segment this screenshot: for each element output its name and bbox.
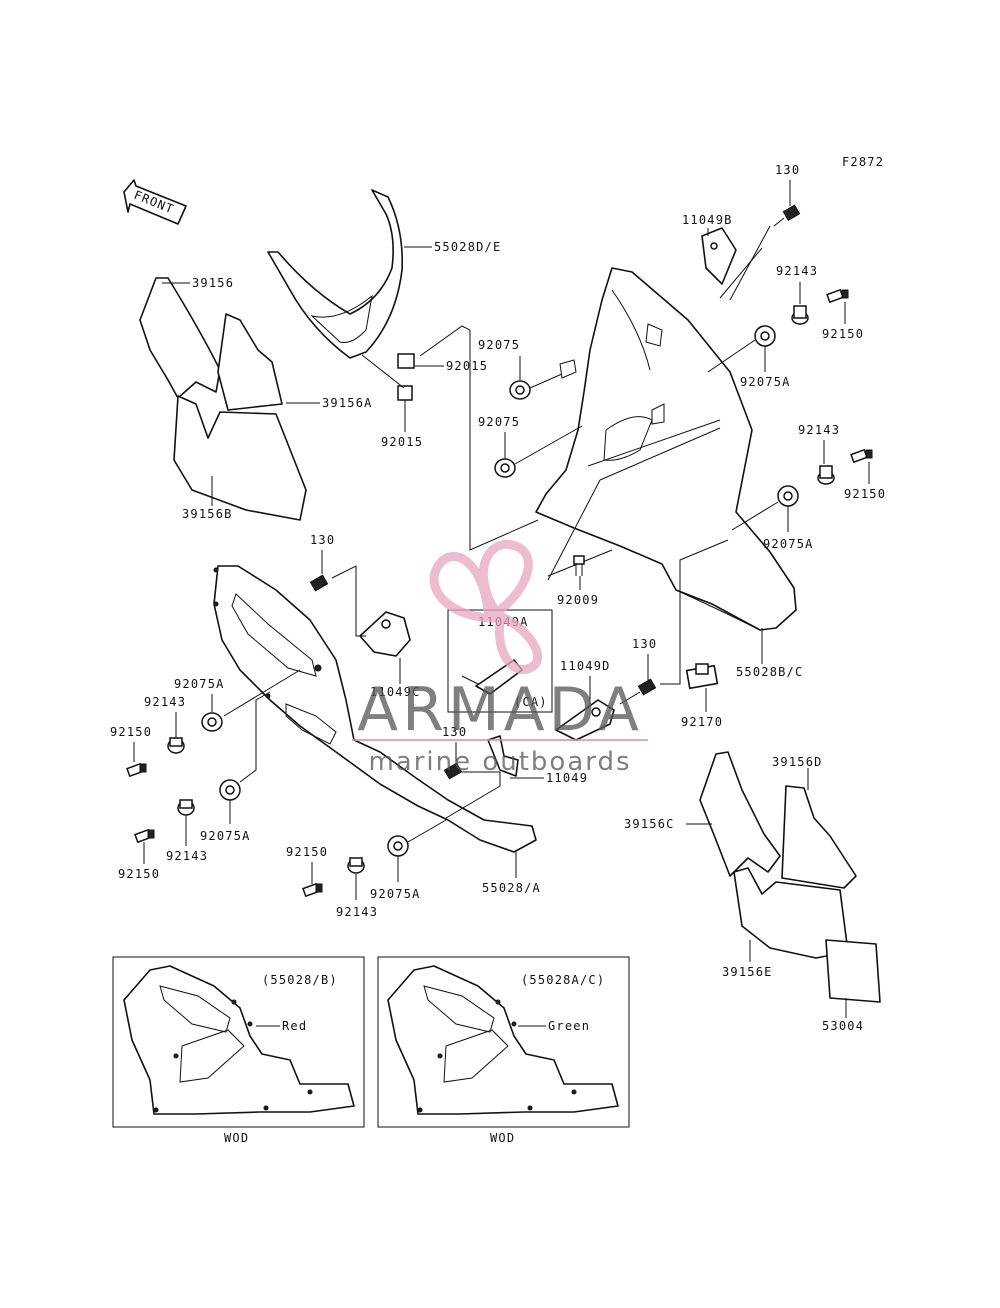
label-11049c: 11049C [370,685,421,699]
bolt-92009 [573,555,585,576]
collar-92143-bottom [347,857,365,874]
inset-55028ac [377,956,630,1128]
lower-cowl-part [213,565,537,853]
watermark: ARMADA marine outboards [352,539,648,777]
bolt-92150-bottom [302,882,323,898]
label-92015-b: 92015 [381,435,423,449]
inset-55028b-caption: WOD [224,1131,249,1145]
inner-cover-39156b [173,395,307,521]
front-arrow-icon: FRONT [123,179,187,225]
bracket-11049d [555,699,615,741]
watermark-tagline: marine outboards [368,747,631,777]
label-39156c: 39156C [624,817,675,831]
label-55028bc: 55028B/C [736,665,803,679]
label-53004: 53004 [822,1019,864,1033]
label-92143-bottom: 92143 [336,905,378,919]
inset-55028ac-color: Green [548,1019,590,1033]
label-92150-left2: 92150 [118,867,160,881]
watermark-rule [352,739,648,741]
bolt-130-left [309,574,329,592]
grommet-92075a-bottom [387,835,409,857]
bolt-92150-mid [850,448,873,464]
label-39156e: 39156E [722,965,773,979]
inset-55028b-ref: (55028/B) [262,973,338,987]
label-39156b: 39156B [182,507,233,521]
inset-55028b-color: Red [282,1019,307,1033]
label-39156d: 39156D [772,755,823,769]
label-92075a-mid: 92075A [763,537,814,551]
bolt-130-center [443,762,463,780]
label-92150-top: 92150 [822,327,864,341]
bracket-11049 [487,735,519,777]
label-92143-left2: 92143 [166,849,208,863]
label-130-center: 130 [442,725,467,739]
label-130-right: 130 [632,637,657,651]
bolt-92150-left2 [134,828,155,844]
inner-cover-39156d [781,785,857,889]
label-39156a: 39156A [322,396,373,410]
grommet-92075a-left2 [219,779,241,801]
label-55028de: 55028D/E [434,240,501,254]
inner-cover-39156a [217,313,283,411]
main-fairing-part [535,267,797,631]
label-92075-b: 92075 [478,415,520,429]
clip-92170 [685,663,719,690]
label-11049: 11049 [546,771,588,785]
label-92143-left: 92143 [144,695,186,709]
label-92075a-bottom: 92075A [370,887,421,901]
bolt-92150-top [826,288,849,304]
label-130-top: 130 [775,163,800,177]
label-92075a-left2: 92075A [200,829,251,843]
propeller-logo-icon [429,539,543,674]
grommet-92075a-mid [777,485,799,507]
label-11049b: 11049B [682,213,733,227]
label-92075-a: 92075 [478,338,520,352]
grommet-92075a-top [754,325,776,347]
bolt-130-top [773,204,801,227]
label-92150-left: 92150 [110,725,152,739]
bolt-92150-left [126,762,147,778]
label-92170: 92170 [681,715,723,729]
label-92143-mid: 92143 [798,423,840,437]
inner-cover-39156 [139,277,221,399]
label-92075a-top: 92075A [740,375,791,389]
label-92009: 92009 [557,593,599,607]
collar-92143-top [791,305,809,325]
label-92143-top: 92143 [776,264,818,278]
inset-55028ac-caption: WOD [490,1131,515,1145]
collar-92143-left [167,737,185,754]
label-92150-mid: 92150 [844,487,886,501]
upper-cowl-part [267,189,415,401]
bracket-11049b [701,227,737,285]
label-130-left: 130 [310,533,335,547]
collar-92143-left2 [177,799,195,816]
label-92015-a: 92015 [446,359,488,373]
figure-code: F2872 [842,155,884,169]
label-92075a-left: 92075A [174,677,225,691]
pad-53004 [825,939,881,1003]
collar-92143-mid [817,465,835,485]
watermark-brand: ARMADA [357,675,643,745]
label-39156: 39156 [192,276,234,290]
label-55028a: 55028/A [482,881,541,895]
bracket-11049c [359,611,411,657]
clip-92015-b [397,385,413,401]
grommet-92075a-left [201,712,223,732]
grommet-92075-a [509,380,531,400]
label-11049d: 11049D [560,659,611,673]
bolt-130-right [619,678,657,705]
label-92150-bottom: 92150 [286,845,328,859]
label-11049a-ca: (CA) [514,695,548,709]
inset-55028b [112,956,365,1128]
inner-cover-39156c [699,751,781,877]
grommet-92075-b [494,458,516,478]
clip-92015-a [397,353,415,369]
inner-cover-39156e [733,867,849,959]
inset-55028ac-ref: (55028A/C) [521,973,605,987]
